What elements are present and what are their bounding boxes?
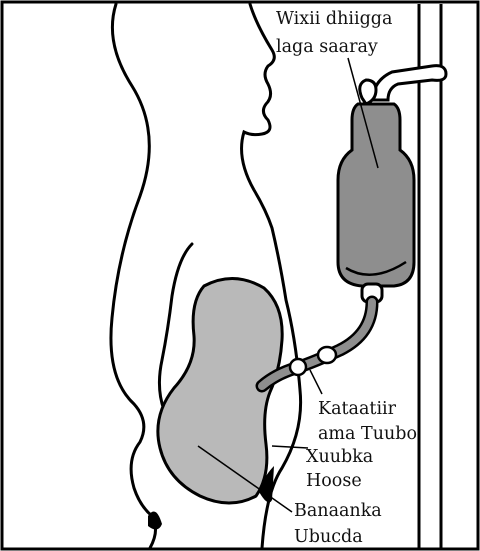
label-catheter-line1: Kataatiir <box>318 399 397 419</box>
label-vein-line2: Hoose <box>306 471 362 491</box>
label-vein-line1: Xuubka <box>306 447 373 467</box>
label-bag-line2: laga saaray <box>276 37 378 57</box>
label-catheter-line2: ama Tuubo <box>318 424 417 444</box>
label-abdomen-line1: Banaanka <box>294 501 382 521</box>
label-bag-line1: Wixii dhiigga <box>276 9 392 29</box>
label-abdomen-line2: Ubucda <box>294 527 363 547</box>
